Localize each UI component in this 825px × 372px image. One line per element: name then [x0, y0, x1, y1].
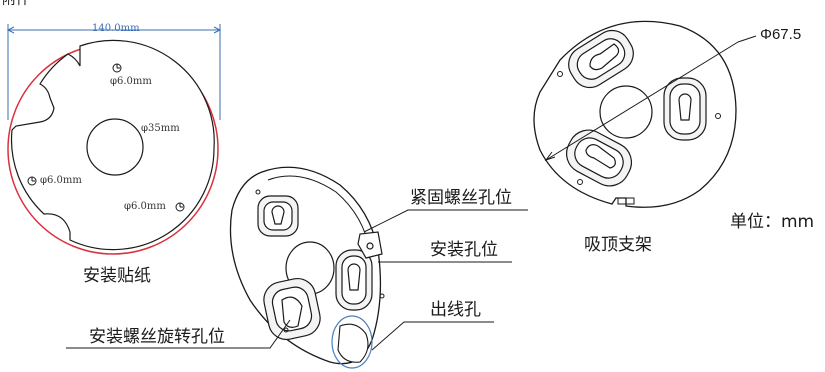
- sticker-hole-right-label: φ6.0mm: [124, 201, 166, 212]
- sticker-hole-top-label: φ6.0mm: [110, 76, 152, 87]
- callout-tighten-hole: 紧固螺丝孔位: [410, 188, 512, 208]
- base-rotate-slot: [263, 277, 321, 341]
- bracket-slot-top: [568, 29, 634, 89]
- unit-label: 单位：mm: [730, 212, 815, 232]
- bracket-title: 吸顶支架: [584, 235, 652, 255]
- mounting-sticker: [6, 24, 222, 255]
- base-tab: [357, 231, 383, 259]
- sticker-title: 安装贴纸: [83, 266, 151, 286]
- base-callout-leaders: [66, 209, 528, 351]
- sticker-center-hole: [86, 118, 144, 176]
- sticker-hole-top: [112, 63, 122, 73]
- base-tighten-keyhole: [257, 195, 299, 237]
- header-fragment: 附件: [2, 0, 30, 8]
- sticker-center-hole-label: φ35mm: [141, 123, 180, 134]
- bracket-diameter-line: [544, 35, 757, 161]
- callout-cable-hole: 出线孔: [430, 300, 481, 320]
- base-screw-hole: [255, 189, 261, 195]
- sticker-hole-right: [175, 202, 185, 212]
- bracket-center-hole: [599, 85, 653, 139]
- bracket-clip: [617, 197, 635, 205]
- cable-hole-highlight: [331, 315, 373, 369]
- sticker-width-dimension: [6, 24, 222, 120]
- ceiling-bracket: [533, 20, 757, 208]
- bracket-screw-hole: [715, 113, 721, 119]
- base-screw-hole: [379, 293, 385, 299]
- sticker-width-label: 140.0mm: [92, 23, 140, 34]
- sticker-hole-left: [27, 176, 37, 186]
- camera-base: [66, 166, 528, 369]
- callout-mount-hole: 安装孔位: [430, 240, 498, 260]
- base-cable-notch: [337, 323, 369, 363]
- sticker-outline: [10, 39, 215, 251]
- base-mount-slot: [335, 249, 373, 311]
- bracket-screw-hole: [577, 179, 583, 185]
- bracket-slot-bottom: [565, 129, 633, 187]
- bracket-screw-hole: [557, 71, 563, 77]
- bracket-diameter-label: Φ67.5: [760, 26, 802, 43]
- callout-rotate-hole: 安装螺丝旋转孔位: [89, 327, 225, 347]
- bracket-slot-right: [663, 77, 707, 141]
- base-screw-hole: [283, 327, 289, 333]
- sticker-hole-left-label: φ6.0mm: [40, 175, 82, 186]
